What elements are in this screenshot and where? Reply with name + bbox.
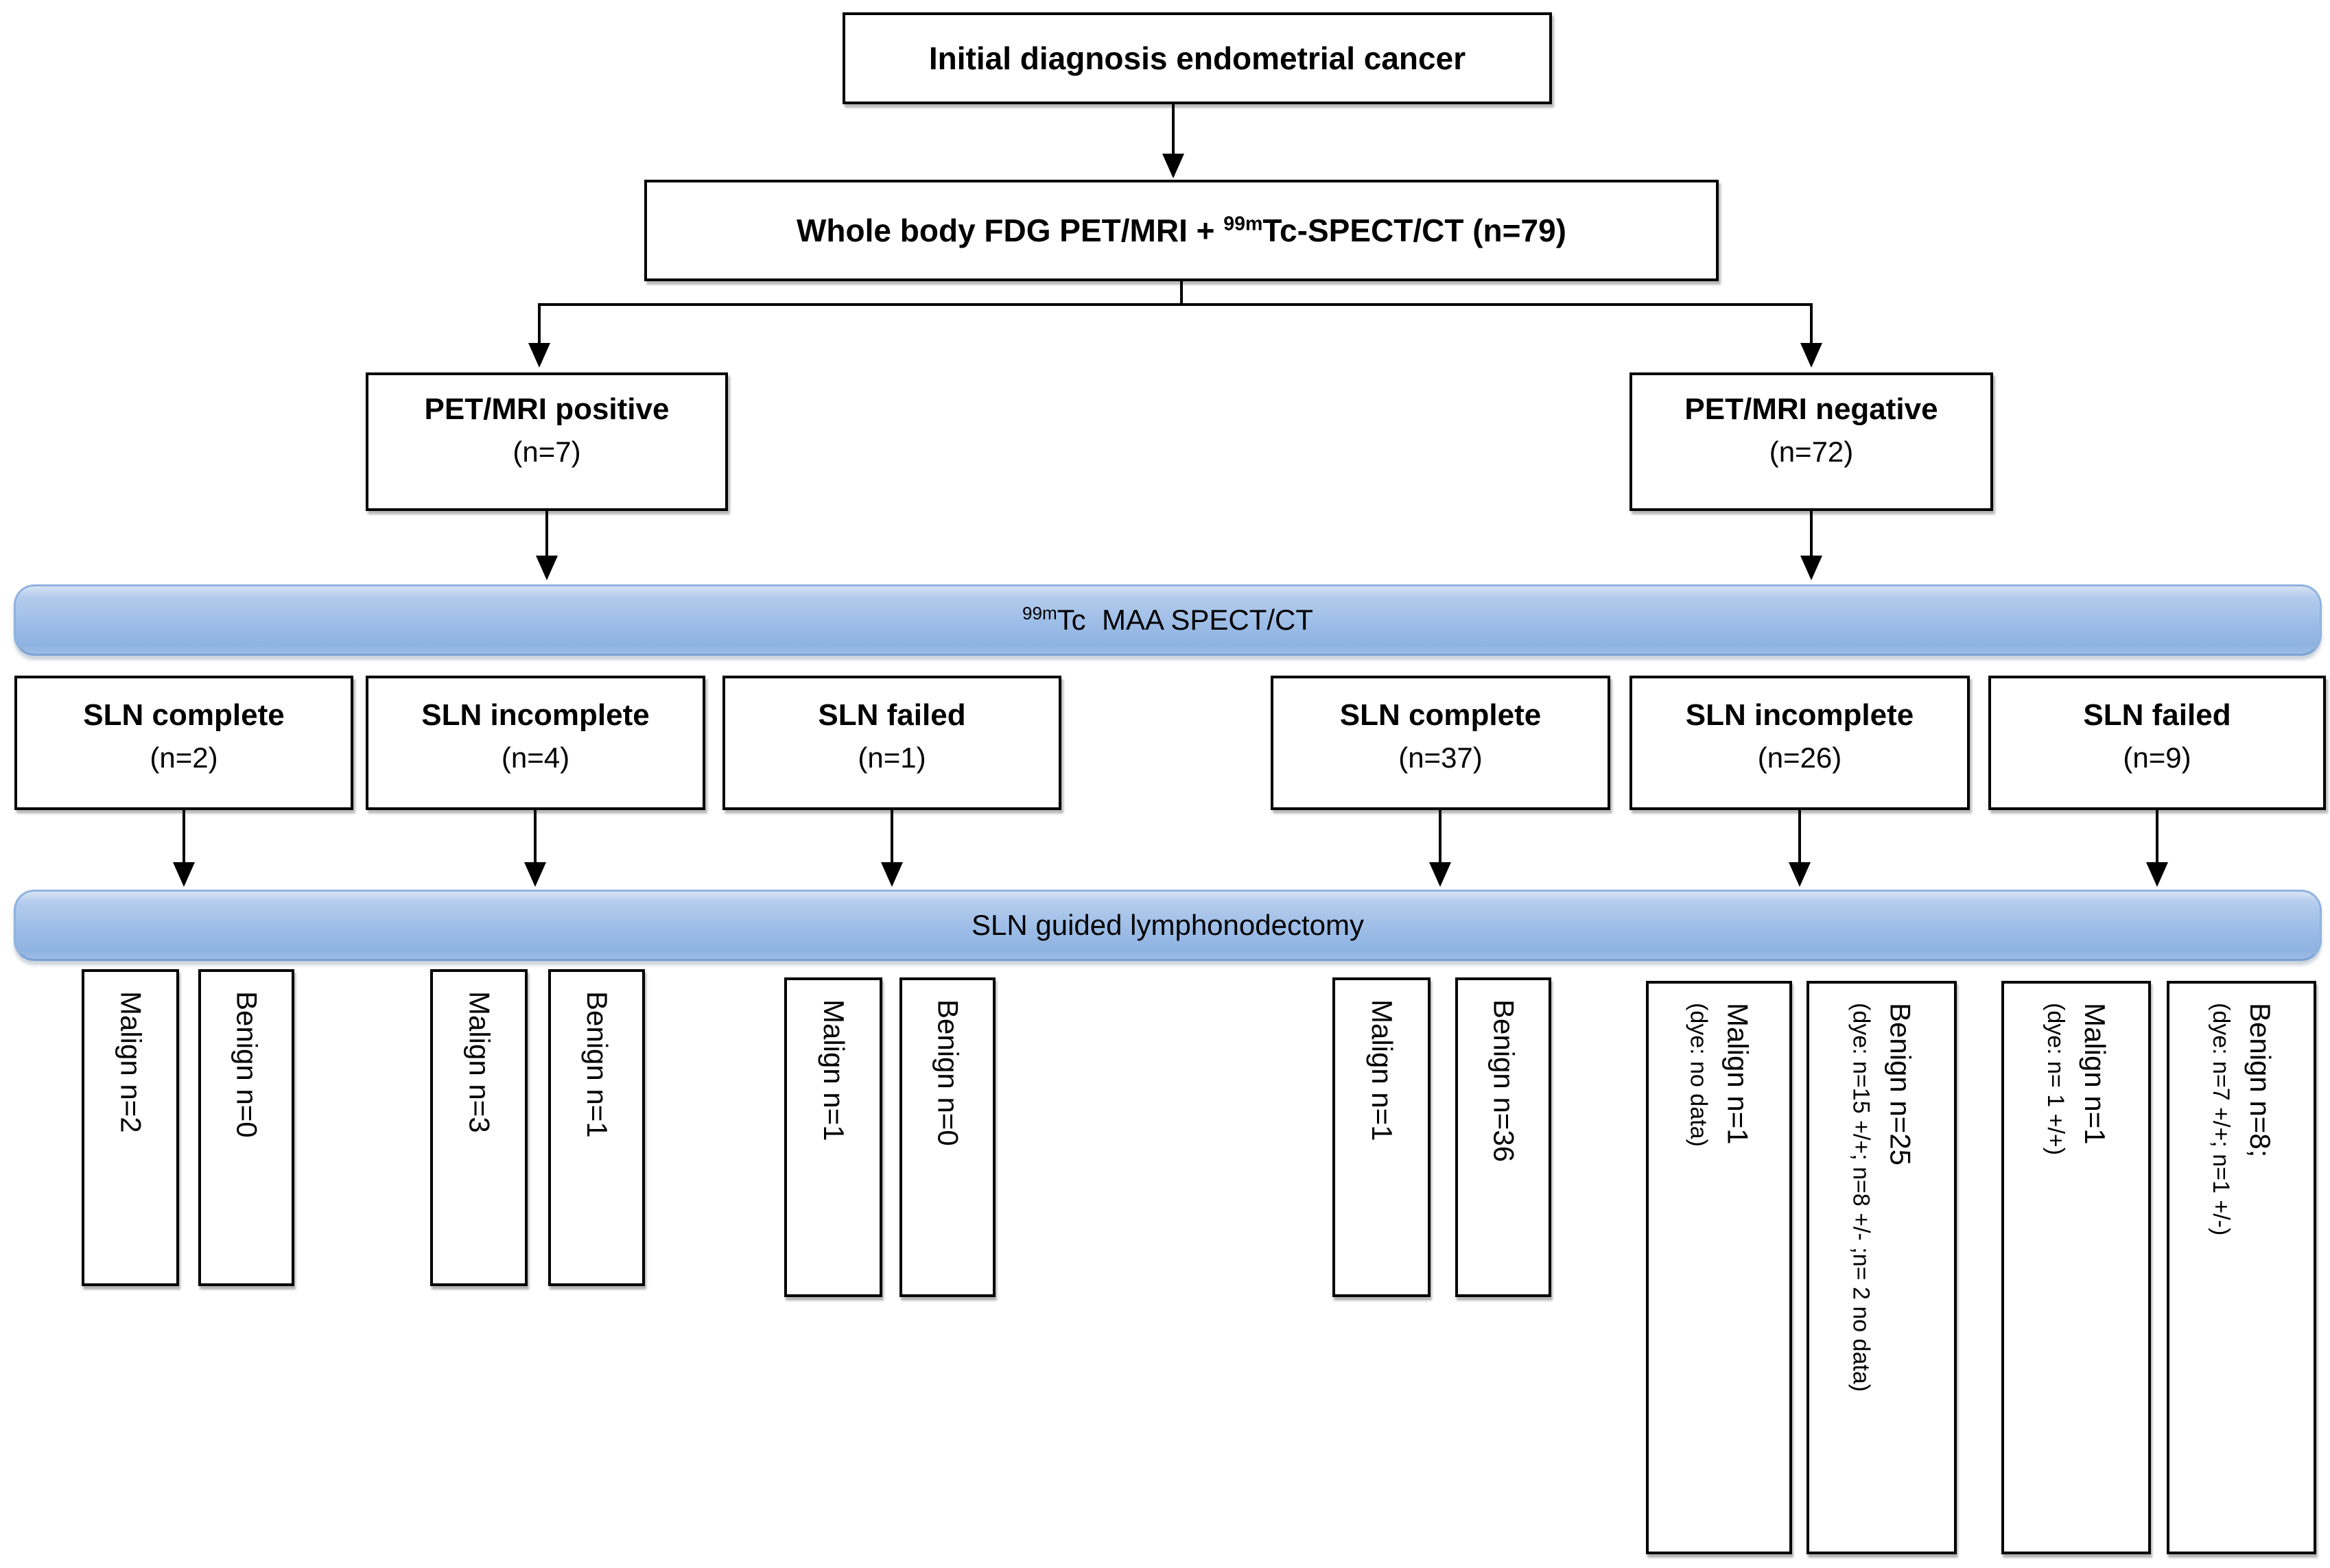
sln-box-title: SLN failed [818,698,966,732]
petmri-positive-box: PET/MRI positive (n=7) [366,372,728,511]
outcome-label: Malign n=3 [463,991,496,1133]
outcome-dye-detail: (dye: n=7 +/+; n=1 +/-) [2207,1003,2234,1236]
banner-isotope-superscript: 99m [1022,603,1057,623]
whole-body-imaging-label: Whole body FDG PET/MRI + 99mTc-SPECT/CT … [797,213,1566,248]
arrow-head-sln3 [881,862,903,887]
arrow-head-sln1 [173,862,195,887]
connector-crossbar [538,303,1813,306]
sln-box-n: (n=4) [501,741,570,774]
arrow-head-sln4 [1429,862,1451,887]
outcome-box-malign-5: Malign n=1 (dye: no data) [1646,981,1792,1554]
petmri-positive-n: (n=7) [513,435,581,468]
sln-incomplete-left-box: SLN incomplete (n=4) [366,676,705,810]
initial-diagnosis-label: Initial diagnosis endometrial cancer [928,40,1466,76]
outcome-label: Benign n=8; [2244,1003,2276,1158]
arrow-line-sln2 [534,810,537,865]
arrow-line-top [1172,104,1175,156]
outcome-dye-detail: (dye: n= 1 +/+) [2042,1003,2069,1156]
arrow-line-sln6 [2156,810,2158,865]
arrow-line-positive-to-banner [545,511,548,558]
sln-box-title: SLN complete [1339,698,1542,732]
sln-incomplete-right-box: SLN incomplete (n=26) [1629,676,1970,810]
arrow-line-sln3 [891,810,893,865]
outcome-box-malign-2: Malign n=3 [430,969,528,1286]
outcome-box-benign-3: Benign n=0 [899,977,996,1297]
arrow-head-sln5 [1789,862,1811,887]
sln-box-n: (n=2) [150,741,218,774]
maa-spectct-banner: 99mTc MAA SPECT/CT [14,584,2322,656]
outcome-box-malign-3: Malign n=1 [784,977,882,1297]
outcome-box-malign-6: Malign n=1 (dye: n= 1 +/+) [2001,981,2151,1554]
outcome-label: Malign n=2 [115,991,148,1133]
outcome-dye-detail: (dye: no data) [1685,1003,1712,1147]
arrow-line-sln4 [1439,810,1441,865]
petmri-positive-title: PET/MRI positive [424,392,670,426]
sln-failed-left-box: SLN failed (n=1) [722,676,1061,810]
sln-box-title: SLN failed [2083,698,2231,732]
outcome-box-benign-1: Benign n=0 [198,969,294,1286]
outcome-label: Malign n=1 [1365,999,1398,1141]
sln-box-n: (n=26) [1757,741,1842,774]
outcome-label: Malign n=1 [2078,1003,2111,1145]
arrow-line-sln1 [183,810,185,865]
sln-box-title: SLN incomplete [1685,698,1914,732]
outcome-label: Malign n=1 [1721,1003,1754,1145]
outcome-dye-detail: (dye: n=15 +/+; n=8 +/- ;n= 2 no data) [1848,1003,1874,1392]
arrow-line-sln5 [1798,810,1801,865]
petmri-negative-box: PET/MRI negative (n=72) [1629,372,1993,511]
petmri-negative-n: (n=72) [1769,435,1854,468]
outcome-box-malign-4: Malign n=1 [1332,977,1431,1297]
whole-body-imaging-box: Whole body FDG PET/MRI + 99mTc-SPECT/CT … [644,180,1719,281]
sln-complete-left-box: SLN complete (n=2) [14,676,353,810]
outcome-box-malign-1: Malign n=2 [82,969,179,1286]
outcome-label: Benign n=0 [932,999,965,1146]
outcome-label: Benign n=25 [1884,1003,1917,1166]
arrow-head-sln6 [2146,862,2168,887]
outcome-box-benign-2: Benign n=1 [548,969,645,1286]
arrow-head-top [1162,154,1184,178]
arrow-head-positive-to-banner [536,556,558,580]
sln-guided-lymphonodectomy-banner: SLN guided lymphonodectomy [14,890,2322,961]
outcome-label: Benign n=36 [1487,999,1520,1163]
sln-complete-right-box: SLN complete (n=37) [1271,676,1610,810]
petmri-negative-title: PET/MRI negative [1684,392,1938,426]
outcome-label: Malign n=1 [817,999,850,1141]
arrow-head-sln2 [524,862,546,887]
connector-stem [1180,281,1183,306]
arrow-line-left-branch [538,303,541,344]
outcome-label: Benign n=0 [231,991,263,1138]
sln-box-title: SLN complete [83,698,285,732]
outcome-box-benign-4: Benign n=36 [1455,977,1551,1297]
outcome-label: Benign n=1 [580,991,613,1138]
arrow-head-right-branch [1800,343,1822,368]
isotope-superscript: 99m [1223,213,1263,235]
sln-failed-right-box: SLN failed (n=9) [1988,676,2326,810]
arrow-head-negative-to-banner [1800,556,1822,580]
sln-box-n: (n=9) [2123,741,2191,774]
sln-box-n: (n=37) [1398,741,1483,774]
arrow-head-left-branch [528,343,550,368]
sln-box-title: SLN incomplete [421,698,650,732]
sln-banner-label: SLN guided lymphonodectomy [971,909,1364,941]
outcome-box-benign-6: Benign n=8; (dye: n=7 +/+; n=1 +/-) [2167,981,2316,1554]
maa-spectct-banner-label: 99mTc MAA SPECT/CT [1022,603,1314,636]
arrow-line-negative-to-banner [1810,511,1813,558]
outcome-box-benign-5: Benign n=25 (dye: n=15 +/+; n=8 +/- ;n= … [1807,981,1957,1554]
sln-box-n: (n=1) [858,741,926,774]
initial-diagnosis-box: Initial diagnosis endometrial cancer [843,12,1552,104]
arrow-line-right-branch [1810,303,1813,344]
